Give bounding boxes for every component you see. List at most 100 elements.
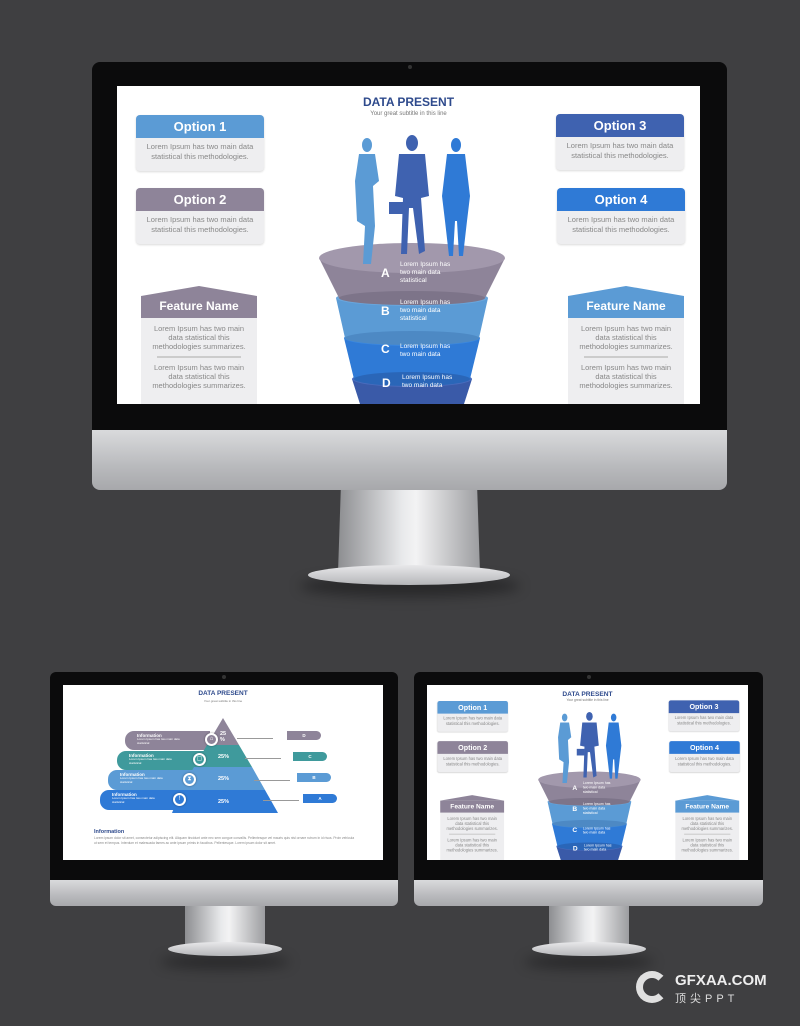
funnel-text: Lorem Ipsum has two main data: [583, 843, 612, 852]
woman-silhouette-left: [558, 713, 572, 784]
tier-tag-c: C: [293, 752, 327, 761]
info-body: Lorem ipsum dolor sit amet, consectetur …: [94, 836, 355, 845]
option-body: Lorem Ipsum has two main data statistica…: [146, 142, 254, 161]
option-body: Lorem Ipsum has two main data statistica…: [146, 215, 254, 234]
option-body: Lorem Ipsum has two main data statistica…: [674, 715, 734, 726]
tier-tag-d: D: [287, 731, 321, 740]
option-body: Lorem Ipsum has two main data statistica…: [567, 215, 675, 234]
option-title: Option 1: [136, 115, 264, 138]
option-title: Option 2: [437, 741, 508, 754]
feature-text: Lorem Ipsum has two main data statistica…: [446, 837, 498, 853]
option-1-card: Option 1 Lorem Ipsum has two main data s…: [437, 700, 508, 732]
option-title: Option 2: [136, 188, 264, 211]
connector-line: [245, 758, 281, 759]
feature-right: Feature Name Lorem Ipsum has two main da…: [568, 286, 684, 404]
feature-title: Feature Name: [440, 800, 505, 813]
tier-text: Lorem Ipsum has two main data statistica…: [120, 776, 163, 784]
feature-text: Lorem Ipsum has two main data statistica…: [579, 363, 673, 390]
tier-label: Information: [120, 772, 145, 777]
slide-subtitle: Your great subtitle in this line: [370, 111, 447, 117]
slide-subtitle: Your great subtitle in this line: [566, 698, 609, 703]
option-body: Lorem Ipsum has two main data statistica…: [443, 715, 503, 727]
funnel-graphic: [538, 711, 641, 860]
option-title: Option 4: [557, 188, 685, 211]
connector-line: [263, 800, 299, 801]
tier-text: Lorem Ipsum has two main data statistica…: [112, 796, 155, 804]
feature-title: Feature Name: [568, 296, 684, 318]
feature-right: Feature Name Lorem Ipsum has two main da…: [675, 795, 740, 860]
option-3-card: Option 3 Lorem Ipsum has two main data s…: [668, 700, 740, 732]
slide-subtitle: Your great subtitle in this line: [203, 699, 243, 703]
tier-tag-b: B: [297, 773, 331, 782]
option-body: Lorem Ipsum has two main data statistica…: [566, 141, 674, 160]
option-2-card: Option 2 Lorem Ipsum has two main data s…: [136, 188, 264, 244]
man-silhouette: [576, 711, 599, 778]
feature-title: Feature Name: [675, 800, 740, 813]
feature-text: Lorem Ipsum has two main data statistica…: [446, 816, 498, 831]
funnel-text: Lorem Ipsum has two main data statistica…: [400, 261, 451, 284]
feature-left: Feature Name Lorem Ipsum has two main da…: [440, 795, 505, 860]
woman-silhouette-right: [442, 138, 470, 256]
tier-tag-a: A: [303, 794, 337, 803]
tier-percent: 25 %: [220, 731, 227, 743]
feature-text: Lorem Ipsum has two main data statistica…: [152, 324, 246, 351]
watermark-sub: 顶尖PPT: [675, 993, 739, 1005]
option-1-card: Option 1 Lorem Ipsum has two main data s…: [136, 115, 264, 171]
funnel-slide: DATA PRESENT Your great subtitle in this…: [117, 86, 700, 404]
funnel-letter: D: [572, 844, 578, 853]
tier-label: Information: [112, 792, 137, 797]
connector-line: [237, 738, 273, 739]
option-body: Lorem Ipsum has two main data statistica…: [675, 756, 734, 767]
info-heading: Information: [94, 829, 125, 835]
tier-percent: 25%: [218, 799, 230, 805]
option-4-card: Option 4 Lorem Ipsum has two main data s…: [669, 741, 740, 772]
option-title: Option 3: [668, 700, 740, 714]
option-3-card: Option 3 Lorem Ipsum has two main data s…: [556, 114, 684, 170]
hourglass-icon: ⧗: [183, 773, 196, 786]
funnel-text: Lorem Ipsum has two main data statistica…: [582, 802, 611, 815]
slide-title: DATA PRESENT: [362, 95, 455, 109]
connector-line: [254, 780, 290, 781]
woman-silhouette-left: [355, 138, 379, 264]
watermark-logo: GFXAA.COM 顶尖PPT: [636, 969, 796, 1009]
funnel-letter: C: [572, 825, 578, 834]
man-silhouette: [389, 135, 429, 254]
funnel-text: Lorem Ipsum has two main data: [400, 343, 451, 358]
people-icon: ⌂: [205, 733, 218, 746]
funnel-text: Lorem Ipsum has two main data statistica…: [582, 781, 611, 795]
funnel-text: Lorem Ipsum has two main data: [582, 826, 611, 835]
option-2-card: Option 2 Lorem Ipsum has two main data s…: [437, 741, 508, 772]
funnel-graphic: [319, 135, 505, 404]
option-title: Option 1: [437, 700, 508, 714]
feature-title: Feature Name: [141, 296, 257, 318]
funnel-text: Lorem Ipsum has two main data: [402, 374, 453, 389]
slide-title: DATA PRESENT: [562, 689, 613, 698]
pyramid-slide: DATA PRESENT Your great subtitle in this…: [63, 685, 383, 860]
pyramid-graphic: [172, 718, 278, 813]
pyramid-tier-b: [181, 767, 265, 790]
tier-text: Lorem Ipsum has two main data statistica…: [137, 737, 180, 745]
funnel-letter: D: [382, 376, 391, 390]
feature-text: Lorem Ipsum has two main data statistica…: [579, 324, 673, 351]
tier-percent: 25%: [218, 776, 230, 782]
g-logo-icon: [636, 971, 668, 1003]
feature-text: Lorem Ipsum has two main data statistica…: [681, 816, 733, 831]
funnel-letter: C: [381, 342, 390, 356]
option-body: Lorem Ipsum has two main data statistica…: [443, 756, 503, 767]
alert-icon: !: [173, 793, 186, 806]
tier-label: Information: [129, 753, 154, 758]
tier-text: Lorem Ipsum has two main data statistica…: [129, 757, 172, 765]
small-screen: DATA PRESENT Your great subtitle in this…: [427, 685, 748, 860]
funnel-slide: DATA PRESENT Your great subtitle in this…: [427, 685, 748, 860]
clock-icon: ▢: [193, 753, 206, 766]
funnel-letter: A: [381, 266, 390, 280]
pyramid-tier-a: [172, 790, 278, 813]
woman-silhouette-right: [605, 713, 622, 779]
tier-percent: 25%: [218, 754, 230, 760]
tier-label: Information: [137, 733, 162, 738]
funnel-letter: A: [572, 784, 578, 792]
option-title: Option 4: [669, 741, 740, 754]
